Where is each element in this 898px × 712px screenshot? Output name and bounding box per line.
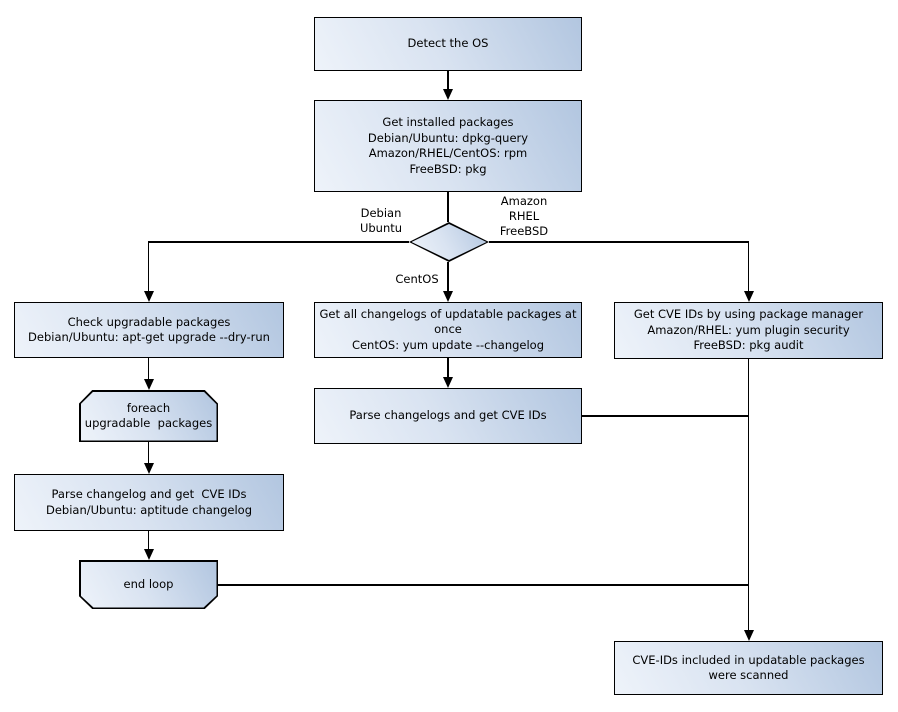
connector-foreach-to-parse	[147, 442, 150, 463]
arrowhead-into-result	[743, 630, 754, 641]
connector-detect-to-installed	[447, 71, 449, 89]
connector-parse-centos-to-right-line	[582, 415, 748, 417]
node-get-cve-ids: Get CVE IDs by using package manager Ama…	[614, 302, 883, 359]
arrowhead-into-foreach	[143, 379, 154, 390]
node-os-decision-diamond	[409, 222, 489, 262]
os-decision-fill	[411, 224, 487, 260]
arrowhead-into-check-upgradable	[143, 291, 154, 302]
connector-decision-left-vertical	[147, 241, 150, 291]
node-get-all-changelogs: Get all changelogs of updatable packages…	[314, 302, 582, 358]
node-get-installed-packages: Get installed packages Debian/Ubuntu: dp…	[314, 100, 582, 192]
connector-parse-to-endloop	[147, 531, 150, 549]
connector-endloop-to-right-line	[218, 584, 748, 586]
connector-decision-centos	[447, 262, 449, 291]
connector-decision-right-vertical	[747, 241, 750, 291]
edge-label-centos: CentOS	[395, 272, 439, 286]
arrowhead-into-get-cve-ids	[743, 291, 754, 302]
node-parse-changelog-debian: Parse changelog and get CVE IDs Debian/U…	[14, 474, 284, 531]
edge-label-amazon-rhel-freebsd: Amazon RHEL FreeBSD	[499, 194, 549, 238]
connector-decision-left-horizontal	[148, 241, 409, 243]
node-check-upgradable-packages: Check upgradable packages Debian/Ubuntu:…	[14, 302, 284, 358]
arrowhead-into-parse-centos	[443, 377, 453, 388]
node-result-scanned: CVE-IDs included in updatable packages w…	[614, 641, 883, 695]
arrowhead-into-endloop	[143, 549, 154, 560]
connector-check-to-foreach	[147, 358, 150, 379]
foreach-loop-label: foreach upgradable packages	[80, 391, 217, 441]
node-end-loop: end loop	[79, 560, 218, 609]
arrowhead-into-get-all-changelogs	[443, 291, 453, 302]
arrowhead-into-installed	[443, 89, 453, 100]
node-foreach-loop-start: foreach upgradable packages	[79, 390, 218, 442]
connector-right-line-to-result	[747, 359, 750, 630]
arrowhead-into-parse-debian	[143, 463, 154, 474]
connector-installed-to-decision	[447, 192, 449, 222]
end-loop-label: end loop	[80, 561, 217, 608]
connector-changelogs-to-parse	[447, 358, 449, 377]
node-detect-os: Detect the OS	[314, 17, 582, 71]
node-parse-changelogs-centos: Parse changelogs and get CVE IDs	[314, 388, 582, 444]
connector-decision-right-horizontal	[489, 241, 749, 243]
edge-label-debian-ubuntu: Debian Ubuntu	[359, 206, 403, 235]
